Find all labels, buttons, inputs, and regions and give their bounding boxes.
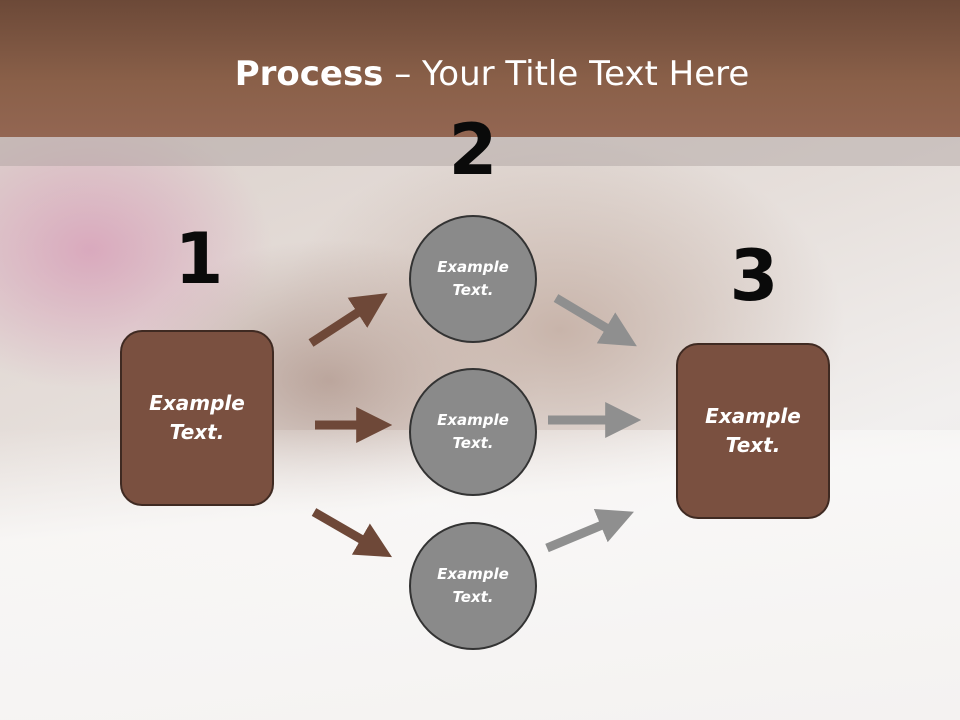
arrow-right-icon: [308, 293, 388, 347]
step-number-3: 3: [729, 235, 779, 317]
step-2-circle-middle[interactable]: Example Text.: [409, 368, 537, 496]
title-bar-band: [0, 137, 960, 166]
step-number-2: 2: [448, 109, 498, 191]
step-2-circle-bottom[interactable]: Example Text.: [409, 522, 537, 650]
arrow-right-icon: [553, 294, 637, 347]
arrow-right-icon: [311, 508, 393, 558]
title-bar: [0, 0, 960, 137]
slide-title: Process – Your Title Text Here: [0, 54, 960, 94]
step-3-box-label: Example Text.: [705, 404, 801, 457]
circle-middle-label: Example Text.: [437, 411, 509, 452]
arrow-right-icon: [545, 509, 634, 553]
step-1-box[interactable]: Example Text.: [120, 330, 274, 506]
slide-title-rest: – Your Title Text Here: [383, 54, 750, 94]
step-3-box[interactable]: Example Text.: [676, 343, 830, 519]
circle-top-label: Example Text.: [437, 258, 509, 299]
step-1-box-label: Example Text.: [149, 391, 245, 444]
circle-bottom-label: Example Text.: [437, 565, 509, 606]
slide-title-bold: Process: [234, 54, 384, 94]
step-2-circle-top[interactable]: Example Text.: [409, 215, 537, 343]
step-number-1: 1: [174, 218, 224, 300]
